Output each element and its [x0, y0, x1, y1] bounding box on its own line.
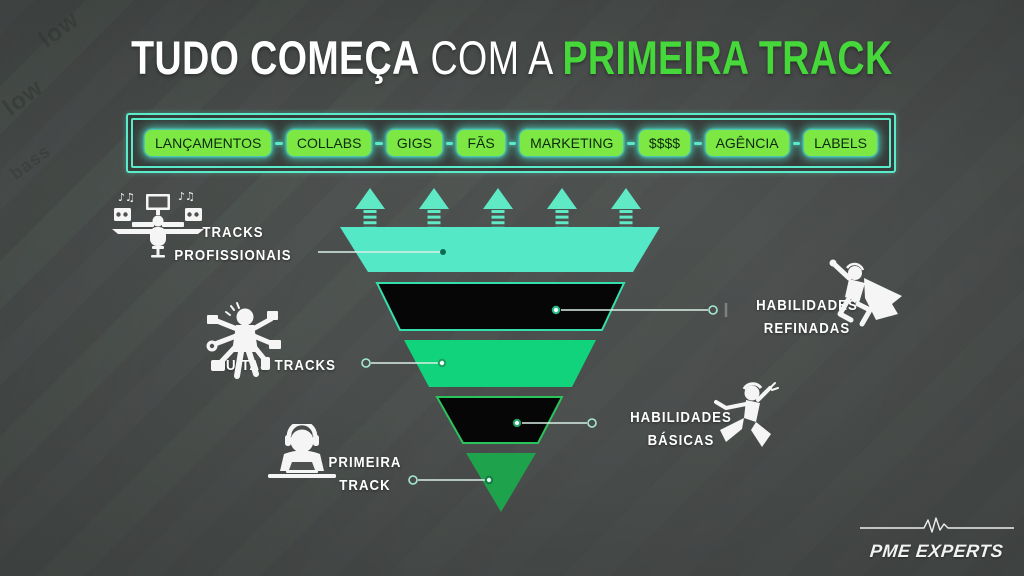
waveform-icon — [860, 517, 1014, 533]
title-prefix: TUDO COMEÇA — [131, 31, 420, 84]
studio-producer-icon: ♪♫ ♪♫ — [112, 190, 204, 258]
superhero-icon — [829, 259, 902, 327]
funnel-diagram — [318, 188, 728, 512]
pipeline-bar: LANÇAMENTOS COLLABS GIGS FÃS MARKETING $… — [126, 113, 896, 173]
callout-lines — [318, 249, 728, 485]
funnel-layer-habilidades-basicas — [435, 396, 564, 444]
title-middle: COM A — [419, 31, 563, 84]
funnel-label-muitas-tracks: MUITAS TRACKS — [213, 357, 337, 374]
up-arrow-icon — [547, 188, 577, 227]
page-title: TUDO COMEÇA COM A PRIMEIRA TRACK — [0, 30, 1024, 85]
bar-connector — [627, 141, 635, 145]
funnel-layer-muitas-tracks — [404, 340, 596, 387]
funnel-label-habilidades-basicas: HABILIDADES BÁSICAS — [630, 409, 732, 450]
pipeline-item-marketing: MARKETING — [520, 130, 624, 156]
pipeline-item-collabs: COLLABS — [286, 130, 372, 156]
svg-text:♪♫: ♪♫ — [118, 191, 135, 204]
pipeline-item-fas: FÃS — [457, 130, 505, 156]
funnel-label-habilidades-refinadas: HABILIDADES REFINADAS — [756, 297, 858, 338]
pipeline-item-gigs: GIGS — [386, 130, 442, 156]
pipeline-item-lancamentos: LANÇAMENTOS — [145, 130, 272, 156]
funnel-layer-habilidades-refinadas — [375, 282, 626, 331]
svg-text:♪♫: ♪♫ — [178, 190, 195, 203]
bar-connector — [694, 141, 702, 145]
pipeline-item-money: $$$$ — [638, 130, 691, 156]
funnel-layer-primeira-track — [466, 453, 536, 512]
bar-connector — [445, 141, 454, 145]
brand-logo: PME EXPERTS — [858, 517, 1016, 562]
pipeline-item-agencia: AGÊNCIA — [705, 130, 789, 156]
bar-connector — [275, 141, 283, 145]
up-arrows — [355, 188, 641, 227]
funnel-label-tracks-profissionais: TRACKS PROFISSIONAIS — [174, 224, 292, 265]
pipeline-bar-inner: LANÇAMENTOS COLLABS GIGS FÃS MARKETING $… — [131, 118, 891, 168]
bar-connector — [792, 141, 801, 145]
bar-connector — [508, 141, 517, 145]
brand-logo-text: PME EXPERTS — [869, 541, 1005, 561]
multitasker-icon — [206, 302, 281, 379]
up-arrow-icon — [355, 188, 385, 227]
ninja-icon — [714, 382, 779, 447]
headphones-producer-icon — [268, 424, 336, 478]
up-arrow-icon — [419, 188, 449, 227]
bar-connector — [375, 141, 383, 145]
up-arrow-icon — [483, 188, 513, 227]
up-arrow-icon — [611, 188, 641, 227]
funnel-label-primeira-track: PRIMEIRA TRACK — [328, 454, 402, 495]
pipeline-item-labels: LABELS — [804, 130, 878, 156]
title-highlight: PRIMEIRA TRACK — [562, 31, 893, 84]
funnel-layer-tracks-profissionais — [340, 227, 660, 272]
